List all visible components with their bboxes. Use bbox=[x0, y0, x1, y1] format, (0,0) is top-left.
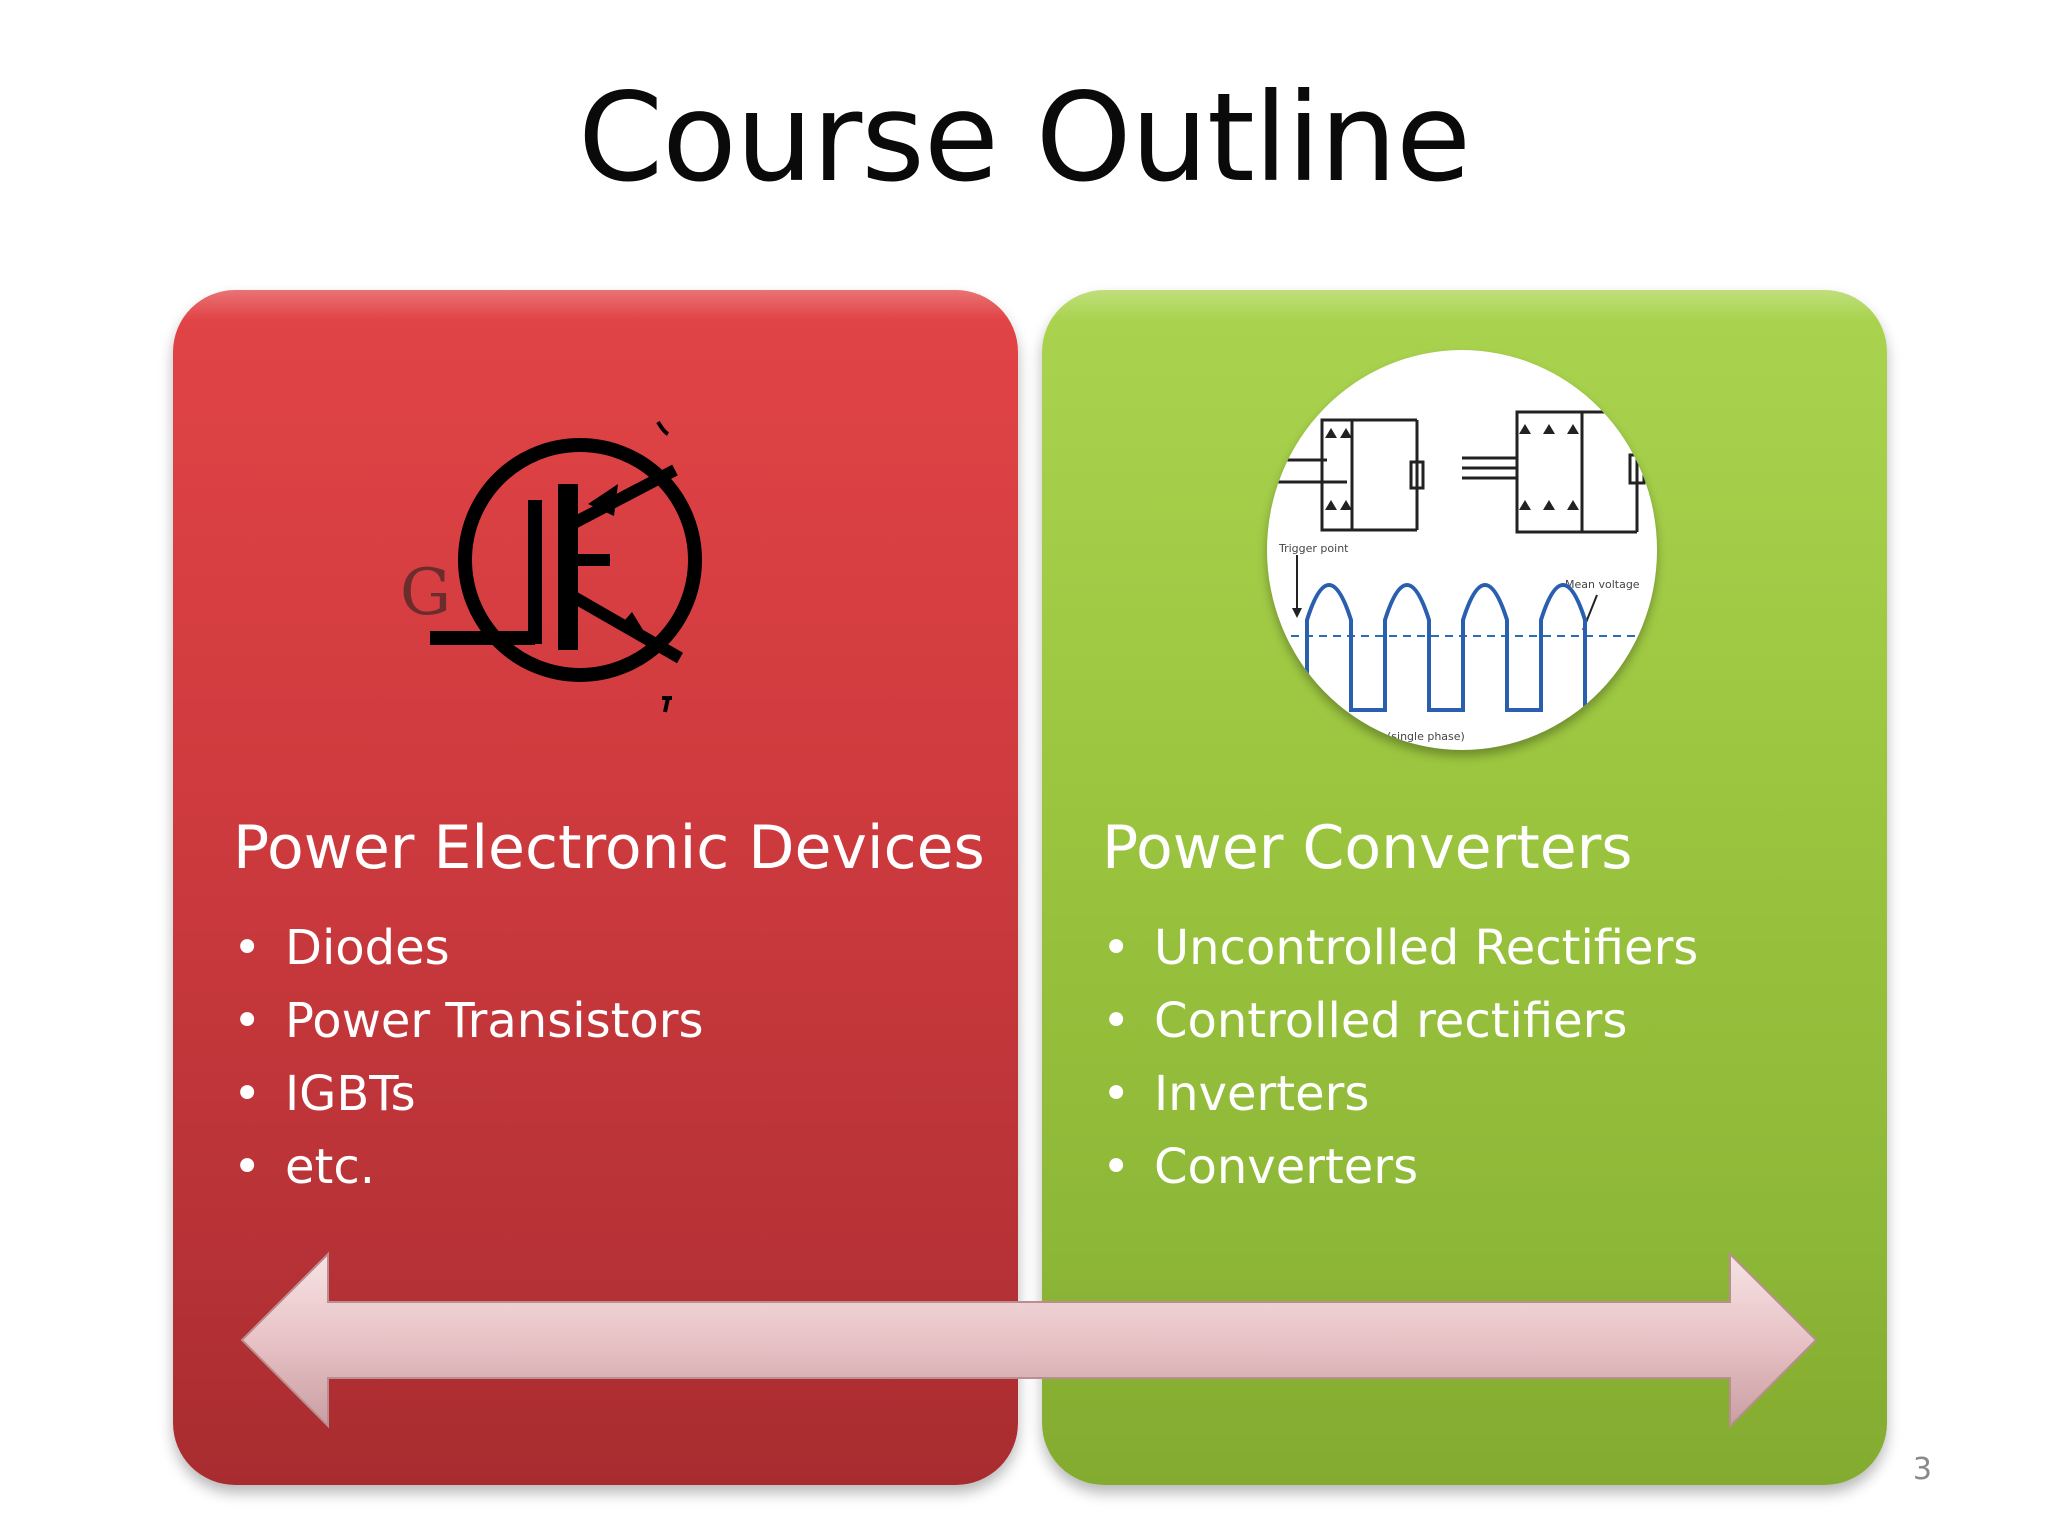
rectifier-circuit-icon: Trigger point Mean voltage (single phase… bbox=[1267, 350, 1657, 750]
panel-heading: Power Converters bbox=[1102, 813, 1633, 883]
converter-list: Uncontrolled Rectifiers Controlled recti… bbox=[1102, 912, 1698, 1204]
slide-title: Course Outline bbox=[577, 67, 1471, 209]
svg-text:Trigger point: Trigger point bbox=[1278, 542, 1349, 555]
svg-text:Mean voltage: Mean voltage bbox=[1565, 578, 1640, 591]
list-item: Diodes bbox=[233, 912, 704, 985]
panel-heading: Power Electronic Devices bbox=[233, 813, 985, 883]
double-headed-arrow-icon bbox=[240, 1250, 1820, 1430]
svg-text:G: G bbox=[400, 556, 451, 630]
list-item: Power Transistors bbox=[233, 985, 704, 1058]
svg-text:(single phase): (single phase) bbox=[1387, 730, 1465, 743]
list-item: Converters bbox=[1102, 1131, 1698, 1204]
igbt-symbol-icon: G bbox=[400, 400, 760, 720]
list-item: Controlled rectifiers bbox=[1102, 985, 1698, 1058]
list-item: Inverters bbox=[1102, 1058, 1698, 1131]
list-item: IGBTs bbox=[233, 1058, 704, 1131]
list-item: etc. bbox=[233, 1131, 704, 1204]
device-list: Diodes Power Transistors IGBTs etc. bbox=[233, 912, 704, 1204]
page-number: 3 bbox=[1912, 1452, 1932, 1487]
list-item: Uncontrolled Rectifiers bbox=[1102, 912, 1698, 985]
